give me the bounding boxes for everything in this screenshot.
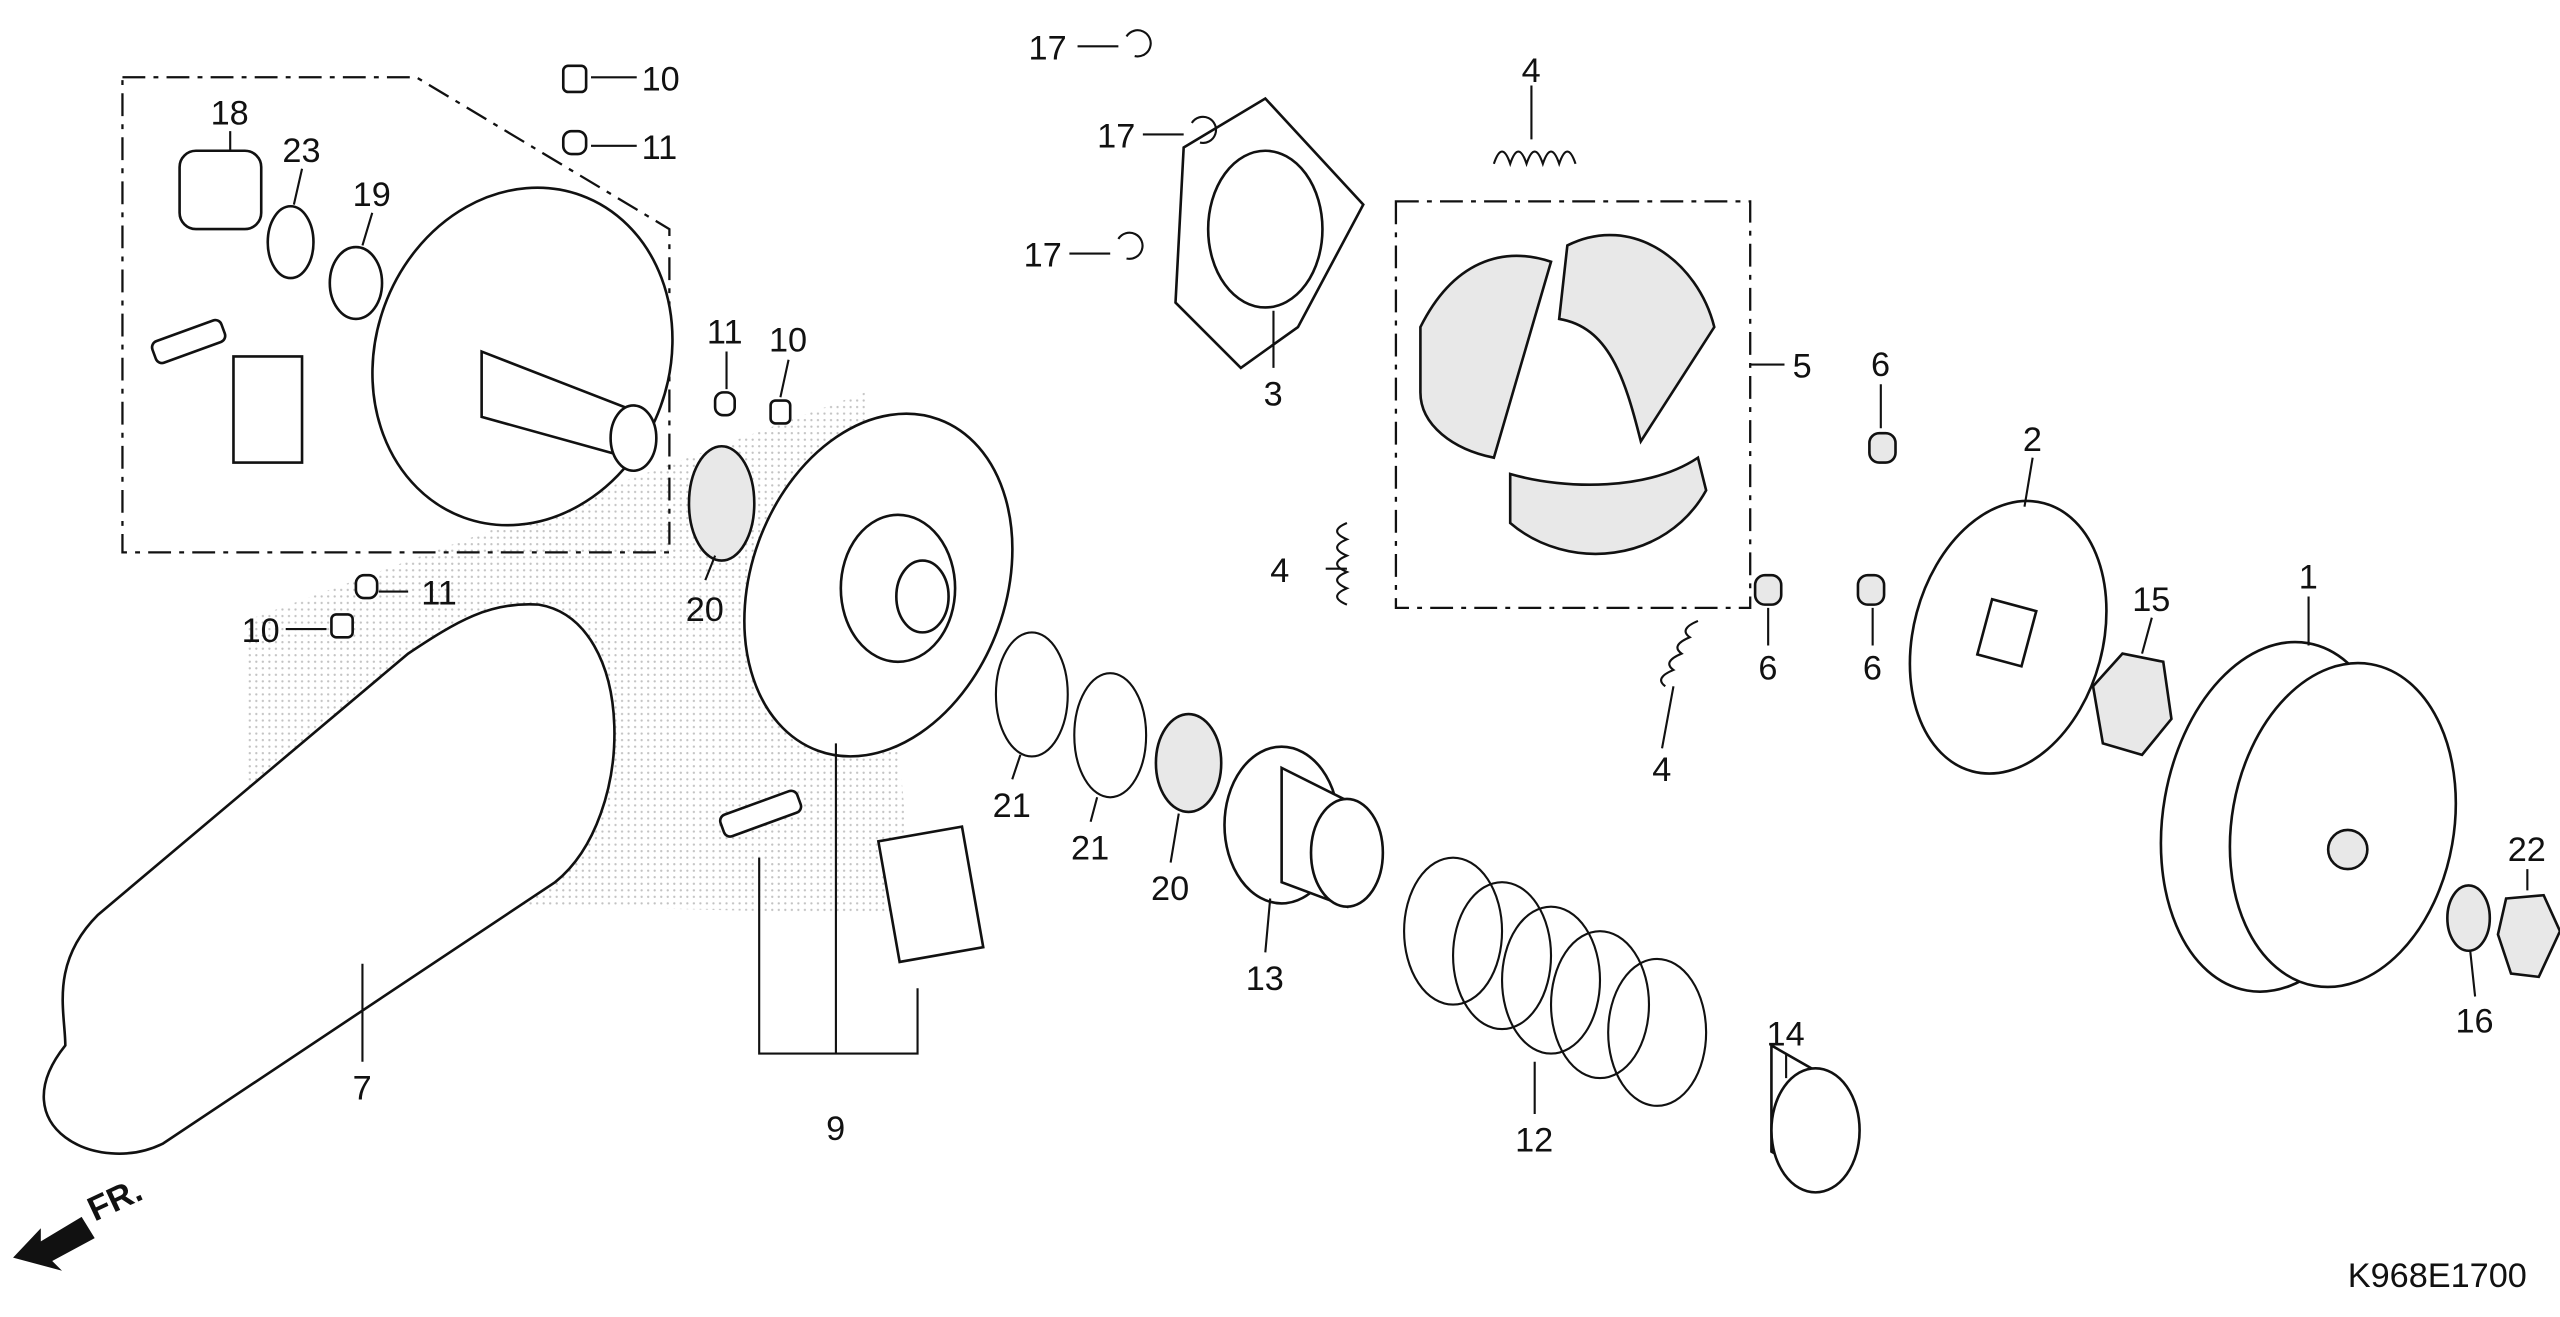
part-14-spring-seat	[1770, 1043, 1861, 1194]
assembly-box-driven-face	[121, 76, 671, 554]
callout: 10	[242, 612, 280, 650]
part-6-collar	[1753, 573, 1783, 606]
front-direction-arrow-icon: FR.	[13, 1171, 148, 1271]
callout: 14	[1767, 1015, 1805, 1053]
callout: 5	[1793, 348, 1812, 386]
callout: 17	[1024, 237, 1062, 275]
part-7-drive-belt	[42, 602, 616, 1155]
callout: 4	[1270, 552, 1289, 590]
part-4-spring	[1492, 150, 1577, 168]
diagram-code: K968E1700	[2348, 1257, 2527, 1295]
grease-tube-icon	[150, 318, 227, 365]
callout: 4	[1522, 52, 1541, 90]
callout: 12	[1515, 1122, 1553, 1160]
part-6-collar	[1868, 431, 1897, 464]
callout: 1	[2299, 558, 2318, 596]
callout: 3	[1264, 375, 1283, 413]
part-23-circlip	[266, 204, 315, 280]
part-15-nut	[2091, 652, 2173, 757]
plate-hole	[1206, 149, 1324, 309]
callout: 22	[2508, 831, 2546, 869]
callout: 11	[707, 313, 743, 351]
callout: 17	[1097, 117, 1135, 155]
front-label: FR.	[82, 1171, 148, 1229]
callout: 11	[421, 575, 457, 613]
part-10-pin	[330, 613, 354, 639]
callout: 23	[282, 132, 320, 170]
callout: 20	[686, 591, 724, 629]
part-19-bearing	[328, 245, 384, 321]
leader-lines-9	[758, 743, 919, 1055]
callout: 11	[642, 129, 678, 167]
callout: 21	[1071, 829, 1109, 867]
part-17-clip	[1190, 115, 1218, 144]
grease-sheet-icon	[232, 355, 304, 464]
callout: 13	[1246, 960, 1284, 998]
part-16-washer	[2446, 884, 2492, 953]
part-12-driven-spring	[1403, 856, 1708, 1107]
part-18-bearing	[178, 149, 263, 231]
part-9-driven-face	[743, 412, 1014, 758]
callout: 10	[642, 60, 680, 98]
callout: 6	[1863, 650, 1882, 688]
callout: 7	[353, 1069, 372, 1107]
part-11-roller	[713, 391, 736, 417]
callout: 17	[1029, 29, 1067, 67]
part-4-spring	[1336, 522, 1350, 606]
part-10-pin	[769, 399, 792, 425]
callout: 4	[1652, 751, 1671, 789]
part-20-oil-seal	[1154, 712, 1223, 814]
callout: 15	[2132, 581, 2170, 619]
callout: 16	[2456, 1002, 2494, 1040]
callout-labels: 17 17 17 10 11 18 23 19 4 3 5 6 2 11 10 …	[211, 29, 2546, 1159]
part-17-clip	[1117, 231, 1144, 260]
leader-lines	[229, 45, 2529, 1115]
part-6-collar	[1856, 573, 1886, 606]
assembly-box-clutch-weights	[1394, 200, 1752, 610]
part-22-nut	[2496, 893, 2560, 979]
callout: 9	[826, 1110, 845, 1148]
part-11-roller	[354, 573, 379, 600]
callout: 18	[211, 95, 249, 133]
part-4-spring	[1660, 619, 1699, 688]
callout: 6	[1758, 650, 1777, 688]
part-5-clutch-weight-set	[1419, 233, 1716, 556]
part-2-drive-plate	[1908, 499, 2108, 775]
callout: 2	[2023, 421, 2042, 459]
callout: 19	[353, 176, 391, 214]
callout: 20	[1151, 870, 1189, 908]
part-11-roller	[561, 129, 588, 156]
part-20-oil-seal	[687, 444, 756, 562]
grease-sheet-icon	[876, 825, 985, 964]
callout: 21	[993, 787, 1031, 825]
grease-tube-icon	[718, 789, 803, 838]
driven-face	[371, 186, 674, 527]
part-21-o-ring	[1073, 672, 1148, 799]
callout: 6	[1871, 346, 1890, 384]
part-17-clip	[1125, 29, 1152, 58]
part-13-seal-collar	[1223, 745, 1385, 909]
callout: 10	[769, 322, 807, 360]
part-10-pin	[561, 64, 588, 94]
part-1-clutch-outer	[2159, 640, 2458, 993]
part-21-o-ring	[994, 631, 1069, 758]
